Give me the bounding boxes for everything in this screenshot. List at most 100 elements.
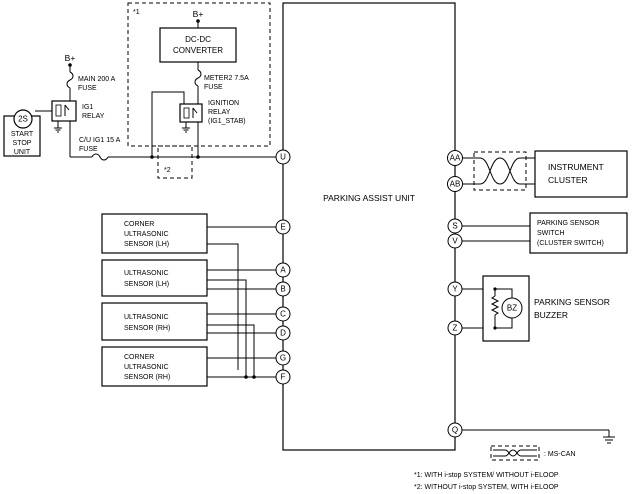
ig1-relay: IG1 RELAY <box>51 100 105 133</box>
ultrasonic-sensor-rh: ULTRASONIC SENSOR (RH) <box>101 302 208 341</box>
instrument-cluster: INSTRUMENT CLUSTER <box>534 150 628 198</box>
fuse-cu-ig1-symbol <box>91 153 109 161</box>
pin-V: V <box>447 233 463 249</box>
svg-text:UNIT: UNIT <box>14 149 31 156</box>
star2-region <box>157 145 193 179</box>
bplus-terminal-main: B+ <box>65 53 76 72</box>
svg-text:INSTRUMENT: INSTRUMENT <box>548 162 604 172</box>
svg-text:METER2 7.5A: METER2 7.5A <box>204 75 249 82</box>
corner-ultrasonic-sensor-rh: CORNER ULTRASONIC SENSOR (RH) <box>101 346 208 387</box>
footnote-1: *1: WITH i-stop SYSTEM/ WITHOUT i-ELOOP <box>414 472 559 479</box>
fuse-meter2-symbol <box>194 69 202 87</box>
svg-text:AB: AB <box>450 180 461 189</box>
svg-text:F: F <box>281 373 286 382</box>
svg-text:FUSE: FUSE <box>78 85 97 92</box>
svg-text:SWITCH: SWITCH <box>537 230 565 237</box>
pin-AA: AA <box>447 150 463 166</box>
pin-S: S <box>447 218 463 234</box>
svg-text:ULTRASONIC: ULTRASONIC <box>124 270 169 277</box>
svg-text:CLUSTER: CLUSTER <box>548 175 588 185</box>
pin-Y: Y <box>447 281 463 297</box>
svg-text:IGNITION: IGNITION <box>208 100 239 107</box>
svg-text:U: U <box>280 153 286 162</box>
pin-G: G <box>275 350 291 366</box>
star1-marker: *1 <box>133 9 140 16</box>
fuse-main-label: MAIN 200 A FUSE <box>78 76 116 92</box>
pin-C: C <box>275 306 291 322</box>
pin-A: A <box>275 262 291 278</box>
svg-text:C: C <box>280 310 286 319</box>
pin-D: D <box>275 325 291 341</box>
svg-text:B+: B+ <box>193 9 204 19</box>
fuse-meter2-label: METER2 7.5A FUSE <box>204 75 249 91</box>
svg-text:FUSE: FUSE <box>204 84 223 91</box>
parking-assist-unit: PARKING ASSIST UNIT <box>282 2 456 451</box>
star2-marker: *2 <box>164 167 171 174</box>
pin-Q: Q <box>447 422 463 438</box>
parking-sensor-buzzer-label: PARKING SENSOR BUZZER <box>534 297 610 320</box>
svg-text:ULTRASONIC: ULTRASONIC <box>124 364 169 371</box>
svg-text:Z: Z <box>453 324 458 333</box>
svg-text:START: START <box>11 131 34 138</box>
corner-ultrasonic-sensor-lh: CORNER ULTRASONIC SENSOR (LH) <box>101 213 208 254</box>
svg-text:(IG1_STAB): (IG1_STAB) <box>208 118 246 125</box>
svg-text:E: E <box>280 223 285 232</box>
ultrasonic-sensor-lh: ULTRASONIC SENSOR (LH) <box>101 259 208 297</box>
svg-text:SENSOR (RH): SENSOR (RH) <box>124 325 170 332</box>
ignition-relay: IGNITION RELAY (IG1_STAB) <box>179 100 246 133</box>
svg-text:STOP: STOP <box>13 140 32 147</box>
svg-text:A: A <box>280 266 286 275</box>
svg-text:2S: 2S <box>18 115 28 124</box>
sensor-wiring <box>207 226 276 379</box>
svg-text:V: V <box>452 237 458 246</box>
svg-text:BZ: BZ <box>507 304 517 313</box>
svg-text:CORNER: CORNER <box>124 221 154 228</box>
svg-text:B: B <box>280 285 285 294</box>
svg-text:(CLUSTER SWITCH): (CLUSTER SWITCH) <box>537 240 604 247</box>
fuse-cu-ig1-label: C/U IG1 15 A FUSE <box>79 137 121 153</box>
svg-text:CORNER: CORNER <box>124 354 154 361</box>
svg-text:BUZZER: BUZZER <box>534 310 568 320</box>
bplus-terminal-dcdc: B+ <box>193 9 204 28</box>
svg-text:PARKING ASSIST UNIT: PARKING ASSIST UNIT <box>323 193 415 203</box>
pin-AB: AB <box>447 176 463 192</box>
parking-sensor-buzzer: BZ <box>482 275 530 342</box>
svg-text:Q: Q <box>452 426 458 435</box>
svg-text:C/U IG1 15 A: C/U IG1 15 A <box>79 137 121 144</box>
ms-can-legend: : MS-CAN <box>490 445 576 461</box>
pin-Z: Z <box>447 320 463 336</box>
star1-region <box>127 2 271 147</box>
svg-text:AA: AA <box>450 154 461 163</box>
svg-text:Y: Y <box>452 285 458 294</box>
svg-text:PARKING SENSOR: PARKING SENSOR <box>537 220 600 227</box>
start-stop-unit: 2S START STOP UNIT <box>3 109 41 157</box>
footnote-2: *2: WITHOUT i-stop SYSTEM, WITH i-ELOOP <box>414 484 559 491</box>
parking-sensor-switch: PARKING SENSOR SWITCH (CLUSTER SWITCH) <box>529 212 628 254</box>
dcdc-converter: DC-DC CONVERTER <box>159 27 237 63</box>
svg-text:CONVERTER: CONVERTER <box>173 46 223 55</box>
fuse-main-symbol <box>66 71 74 89</box>
pin-U: U <box>275 149 291 165</box>
svg-text:D: D <box>280 329 286 338</box>
svg-text:S: S <box>452 222 457 231</box>
svg-text:PARKING SENSOR: PARKING SENSOR <box>534 297 610 307</box>
ms-can-twisted-pair <box>463 151 536 191</box>
svg-text:B+: B+ <box>65 53 76 63</box>
svg-text:RELAY: RELAY <box>82 113 105 120</box>
pin-E: E <box>275 219 291 235</box>
svg-text:SENSOR (RH): SENSOR (RH) <box>124 374 170 381</box>
svg-text:: MS-CAN: : MS-CAN <box>544 451 576 458</box>
svg-text:DC-DC: DC-DC <box>185 35 211 44</box>
svg-text:IG1: IG1 <box>82 104 93 111</box>
svg-text:RELAY: RELAY <box>208 109 231 116</box>
svg-text:ULTRASONIC: ULTRASONIC <box>124 231 169 238</box>
svg-text:FUSE: FUSE <box>79 146 98 153</box>
pin-F: F <box>275 369 291 385</box>
svg-text:G: G <box>280 354 286 363</box>
svg-text:MAIN 200 A: MAIN 200 A <box>78 76 116 83</box>
svg-text:ULTRASONIC: ULTRASONIC <box>124 314 169 321</box>
pin-B: B <box>275 281 291 297</box>
ground-q <box>462 429 615 444</box>
svg-text:SENSOR (LH): SENSOR (LH) <box>124 241 169 248</box>
